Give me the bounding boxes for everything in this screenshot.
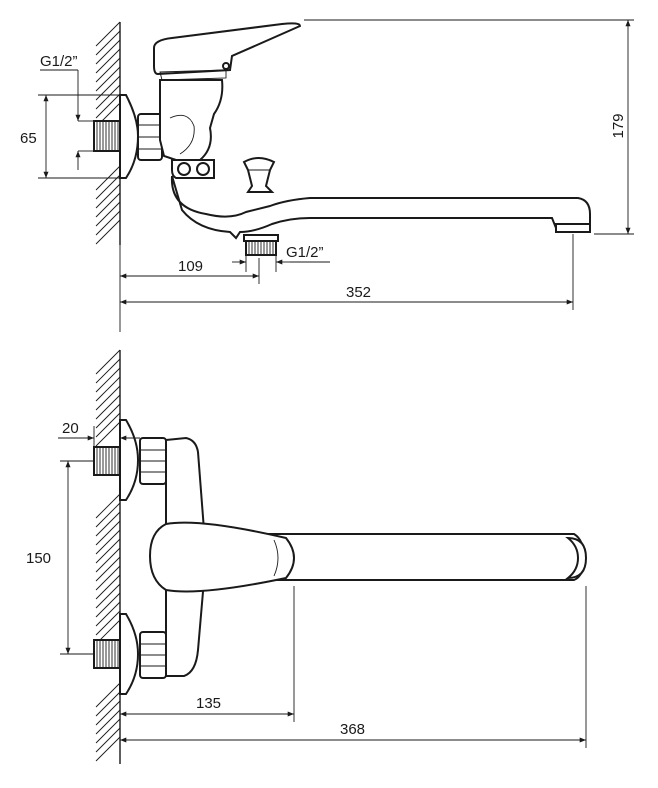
label-inlet-spacing: 150 [26, 550, 51, 567]
lever-handle-bottom [148, 521, 296, 593]
label-total-height: 179 [610, 113, 627, 138]
label-thread-bottom: G1/2” [286, 244, 324, 261]
top-view: G1/2” 65 179 109 G1/2” 352 [20, 19, 634, 332]
flange-top [119, 94, 140, 179]
label-handle-length: 135 [196, 695, 221, 712]
inlet-thread-top [78, 120, 121, 152]
lower-inlet [93, 613, 167, 695]
bottom-view: 20 150 135 368 [26, 349, 588, 764]
wall-bottom [95, 349, 121, 764]
label-outlet-offset: 109 [178, 258, 203, 275]
outlet-thread-bottom [243, 234, 279, 256]
diverter-top [171, 159, 215, 179]
dimension-lines-bottom [58, 426, 587, 764]
diverter-knob-top [242, 157, 276, 193]
hex-nut-top [137, 113, 163, 161]
label-inlet-height: 65 [20, 130, 37, 147]
lever-handle-top [153, 22, 302, 76]
label-thread-left: G1/2” [40, 53, 78, 70]
label-spout-length: 352 [346, 284, 371, 301]
spout-top [170, 175, 591, 240]
label-wall-depth: 20 [62, 420, 79, 437]
label-total-length: 368 [340, 721, 365, 738]
upper-inlet [93, 419, 167, 501]
dimension-lines-top [38, 19, 634, 332]
